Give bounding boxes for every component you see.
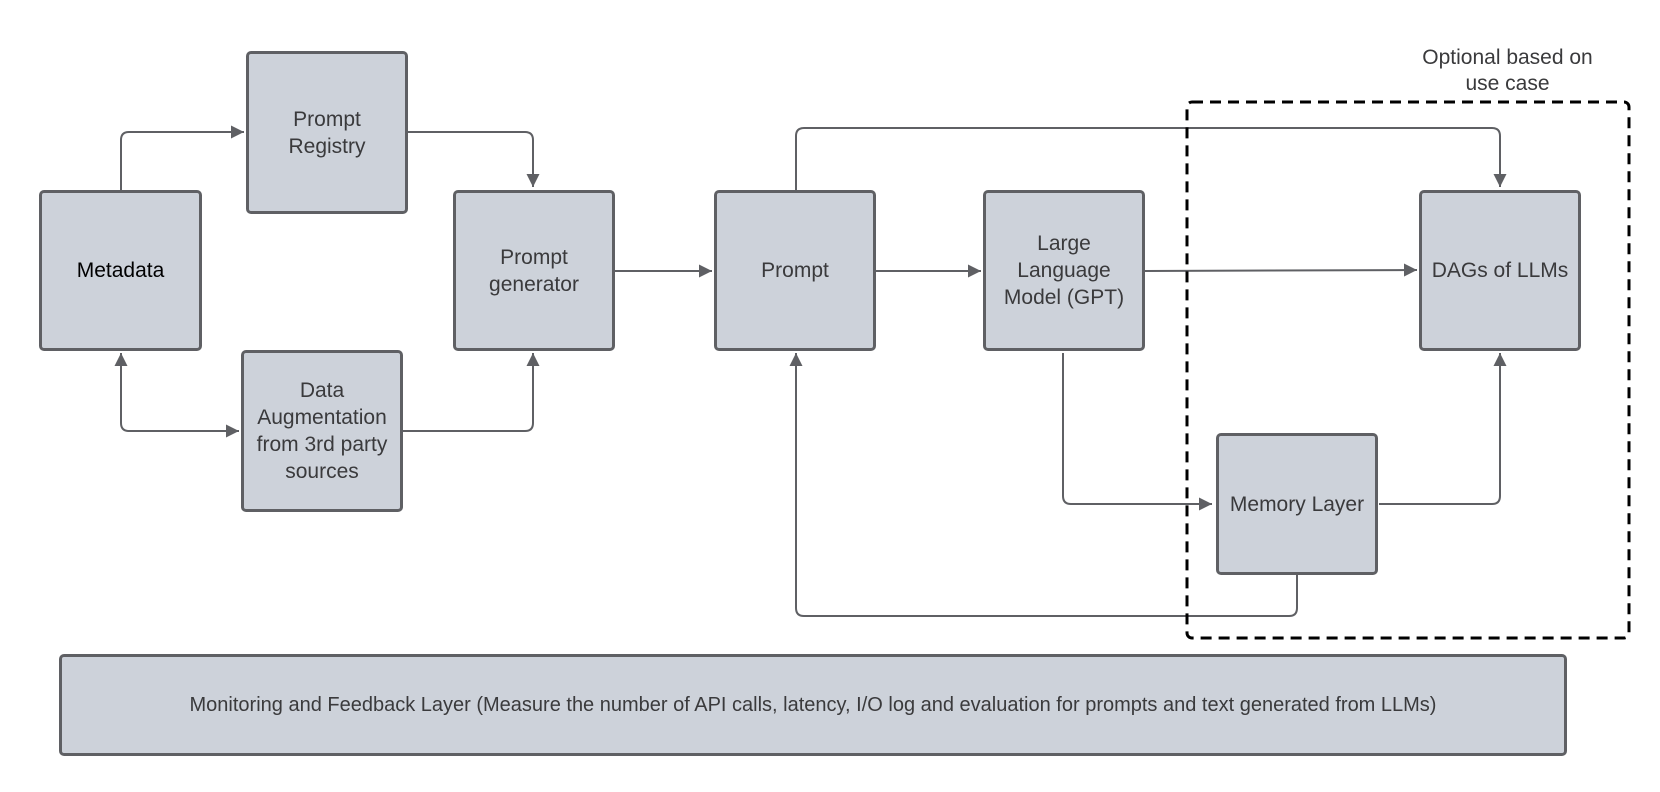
- memory-layer-node: Memory Layer: [1216, 433, 1378, 575]
- connector-memory-layer-to-dags: [1379, 353, 1507, 505]
- connector-metadata-to-prompt-registry: [120, 125, 244, 190]
- optional-region-border: [1185, 100, 1631, 640]
- prompt-generator-node: Prompt generator: [453, 190, 615, 351]
- connector-memory-layer-to-prompt: [789, 353, 1298, 617]
- connector-metadata-data-augmentation: [114, 353, 239, 438]
- memory-layer-label: Memory Layer: [1229, 492, 1365, 516]
- optional-region-label: Optional based on use case: [1422, 46, 1593, 95]
- dags-of-llms-label: DAGs of LLMs: [1431, 259, 1569, 282]
- prompt-generator-label: Prompt generator: [489, 245, 579, 296]
- dags-of-llms-node: DAGs of LLMs: [1419, 190, 1581, 351]
- llm-label: Large Language Model (GPT): [1003, 232, 1125, 309]
- connector-llm-to-dags: [1144, 263, 1418, 277]
- metadata-label: Metadata: [76, 259, 165, 282]
- prompt-label: Prompt: [761, 259, 829, 282]
- metadata-node: Metadata: [39, 190, 202, 351]
- connector-data-augmentation-to-prompt-generator: [401, 353, 540, 432]
- connector-prompt-registry-to-prompt-generator: [407, 131, 540, 187]
- data-augmentation-label: Data Augmentation from 3rd party sources: [256, 379, 388, 483]
- data-augmentation-node: Data Augmentation from 3rd party sources: [241, 350, 403, 512]
- connector-llm-to-memory-layer: [1062, 353, 1212, 511]
- prompt-registry-label: Prompt Registry: [288, 107, 366, 158]
- prompt-node: Prompt: [714, 190, 876, 351]
- connector-prompt-to-dags: [795, 127, 1507, 190]
- monitoring-feedback-label: Monitoring and Feedback Layer (Measure t…: [189, 693, 1437, 716]
- llm-node: Large Language Model (GPT): [983, 190, 1145, 351]
- prompt-registry-node: Prompt Registry: [246, 51, 408, 214]
- monitoring-feedback-layer: Monitoring and Feedback Layer (Measure t…: [59, 654, 1567, 756]
